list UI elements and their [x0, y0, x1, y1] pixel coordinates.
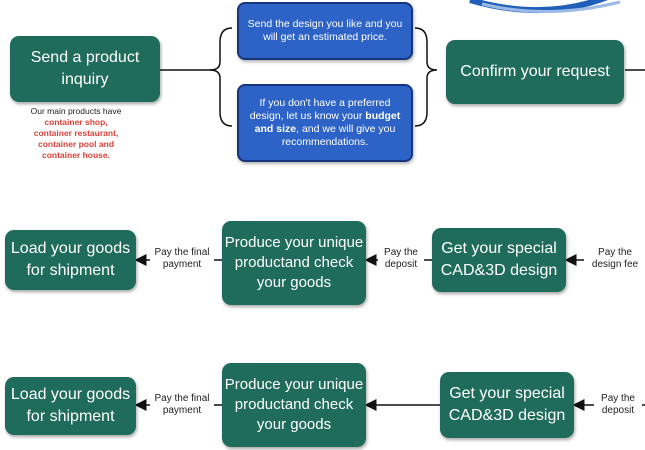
products-note: Our main products have container shop, c…: [10, 106, 142, 161]
label-pay-deposit: Pay the deposit: [594, 393, 642, 417]
option-estimated-price: Send the design you like and you will ge…: [237, 2, 413, 60]
step-confirm-request-label: Confirm your request: [460, 63, 610, 80]
label-pay-design-fee: Pay the design fee: [584, 247, 645, 271]
step-get-design: Get your special CAD&3D design: [440, 372, 574, 438]
step-load-goods-label: Load your goods for shipment: [10, 386, 131, 425]
step-get-design-label: Get your special CAD&3D design: [448, 385, 566, 424]
step-produce-product-label: Produce your unique productand check you…: [224, 234, 364, 291]
logo-swoosh: [469, 0, 621, 14]
option-estimated-price-text: Send the design you like and you will ge…: [247, 18, 403, 43]
step-produce-product: Produce your unique productand check you…: [222, 363, 366, 447]
product-item: container house.: [41, 150, 110, 160]
step-load-goods-label: Load your goods for shipment: [10, 240, 131, 279]
right-brace: [414, 27, 438, 127]
label-pay-final-payment: Pay the final payment: [150, 247, 214, 271]
budget-size-emphasis: budget and size: [254, 110, 401, 135]
option-custom-recommendation-text: If you don't have a preferred design, le…: [249, 97, 401, 148]
products-note-intro: Our main products have: [30, 106, 122, 116]
step-send-inquiry: Send a product inquiry: [10, 36, 160, 102]
step-send-inquiry-label: Send a product inquiry: [30, 49, 140, 88]
step-load-goods: Load your goods for shipment: [5, 377, 136, 435]
product-item: container shop,: [44, 117, 108, 127]
step-load-goods: Load your goods for shipment: [5, 230, 136, 290]
option-custom-recommendation: If you don't have a preferred design, le…: [237, 84, 413, 162]
step-get-design-label: Get your special CAD&3D design: [440, 240, 558, 279]
product-item: container pool and: [37, 139, 115, 149]
left-brace: [209, 27, 233, 127]
step-produce-product-label: Produce your unique productand check you…: [224, 376, 364, 433]
step-get-design: Get your special CAD&3D design: [432, 228, 566, 292]
label-pay-final-payment: Pay the final payment: [150, 393, 214, 417]
label-pay-deposit: Pay the deposit: [378, 247, 424, 271]
step-confirm-request: Confirm your request: [446, 40, 624, 104]
step-produce-product: Produce your unique productand check you…: [222, 221, 366, 305]
product-item: container restaurant,: [33, 128, 119, 138]
